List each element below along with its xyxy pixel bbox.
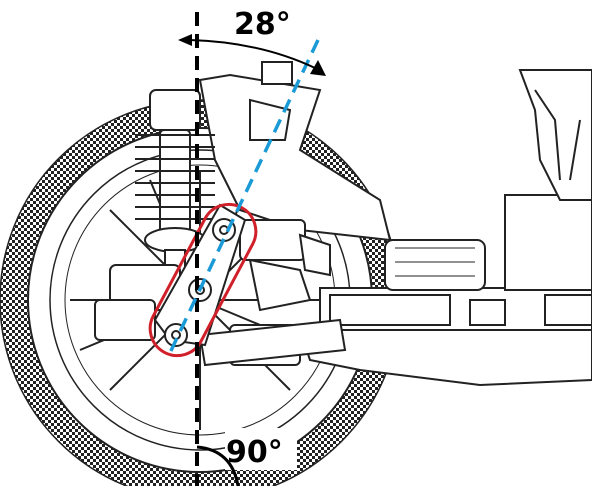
- shock-tower: [198, 61, 392, 242]
- angle-arc-top: [178, 34, 326, 76]
- chassis: [298, 69, 592, 387]
- top-angle-label: 28°: [234, 7, 291, 42]
- coil-spring-shock-icon: [135, 89, 215, 291]
- steering-axis-line: [166, 39, 320, 358]
- lower-arm: [198, 318, 347, 367]
- bottom-angle-label: 90°: [226, 435, 283, 470]
- angle-arc-bottom: [196, 428, 297, 486]
